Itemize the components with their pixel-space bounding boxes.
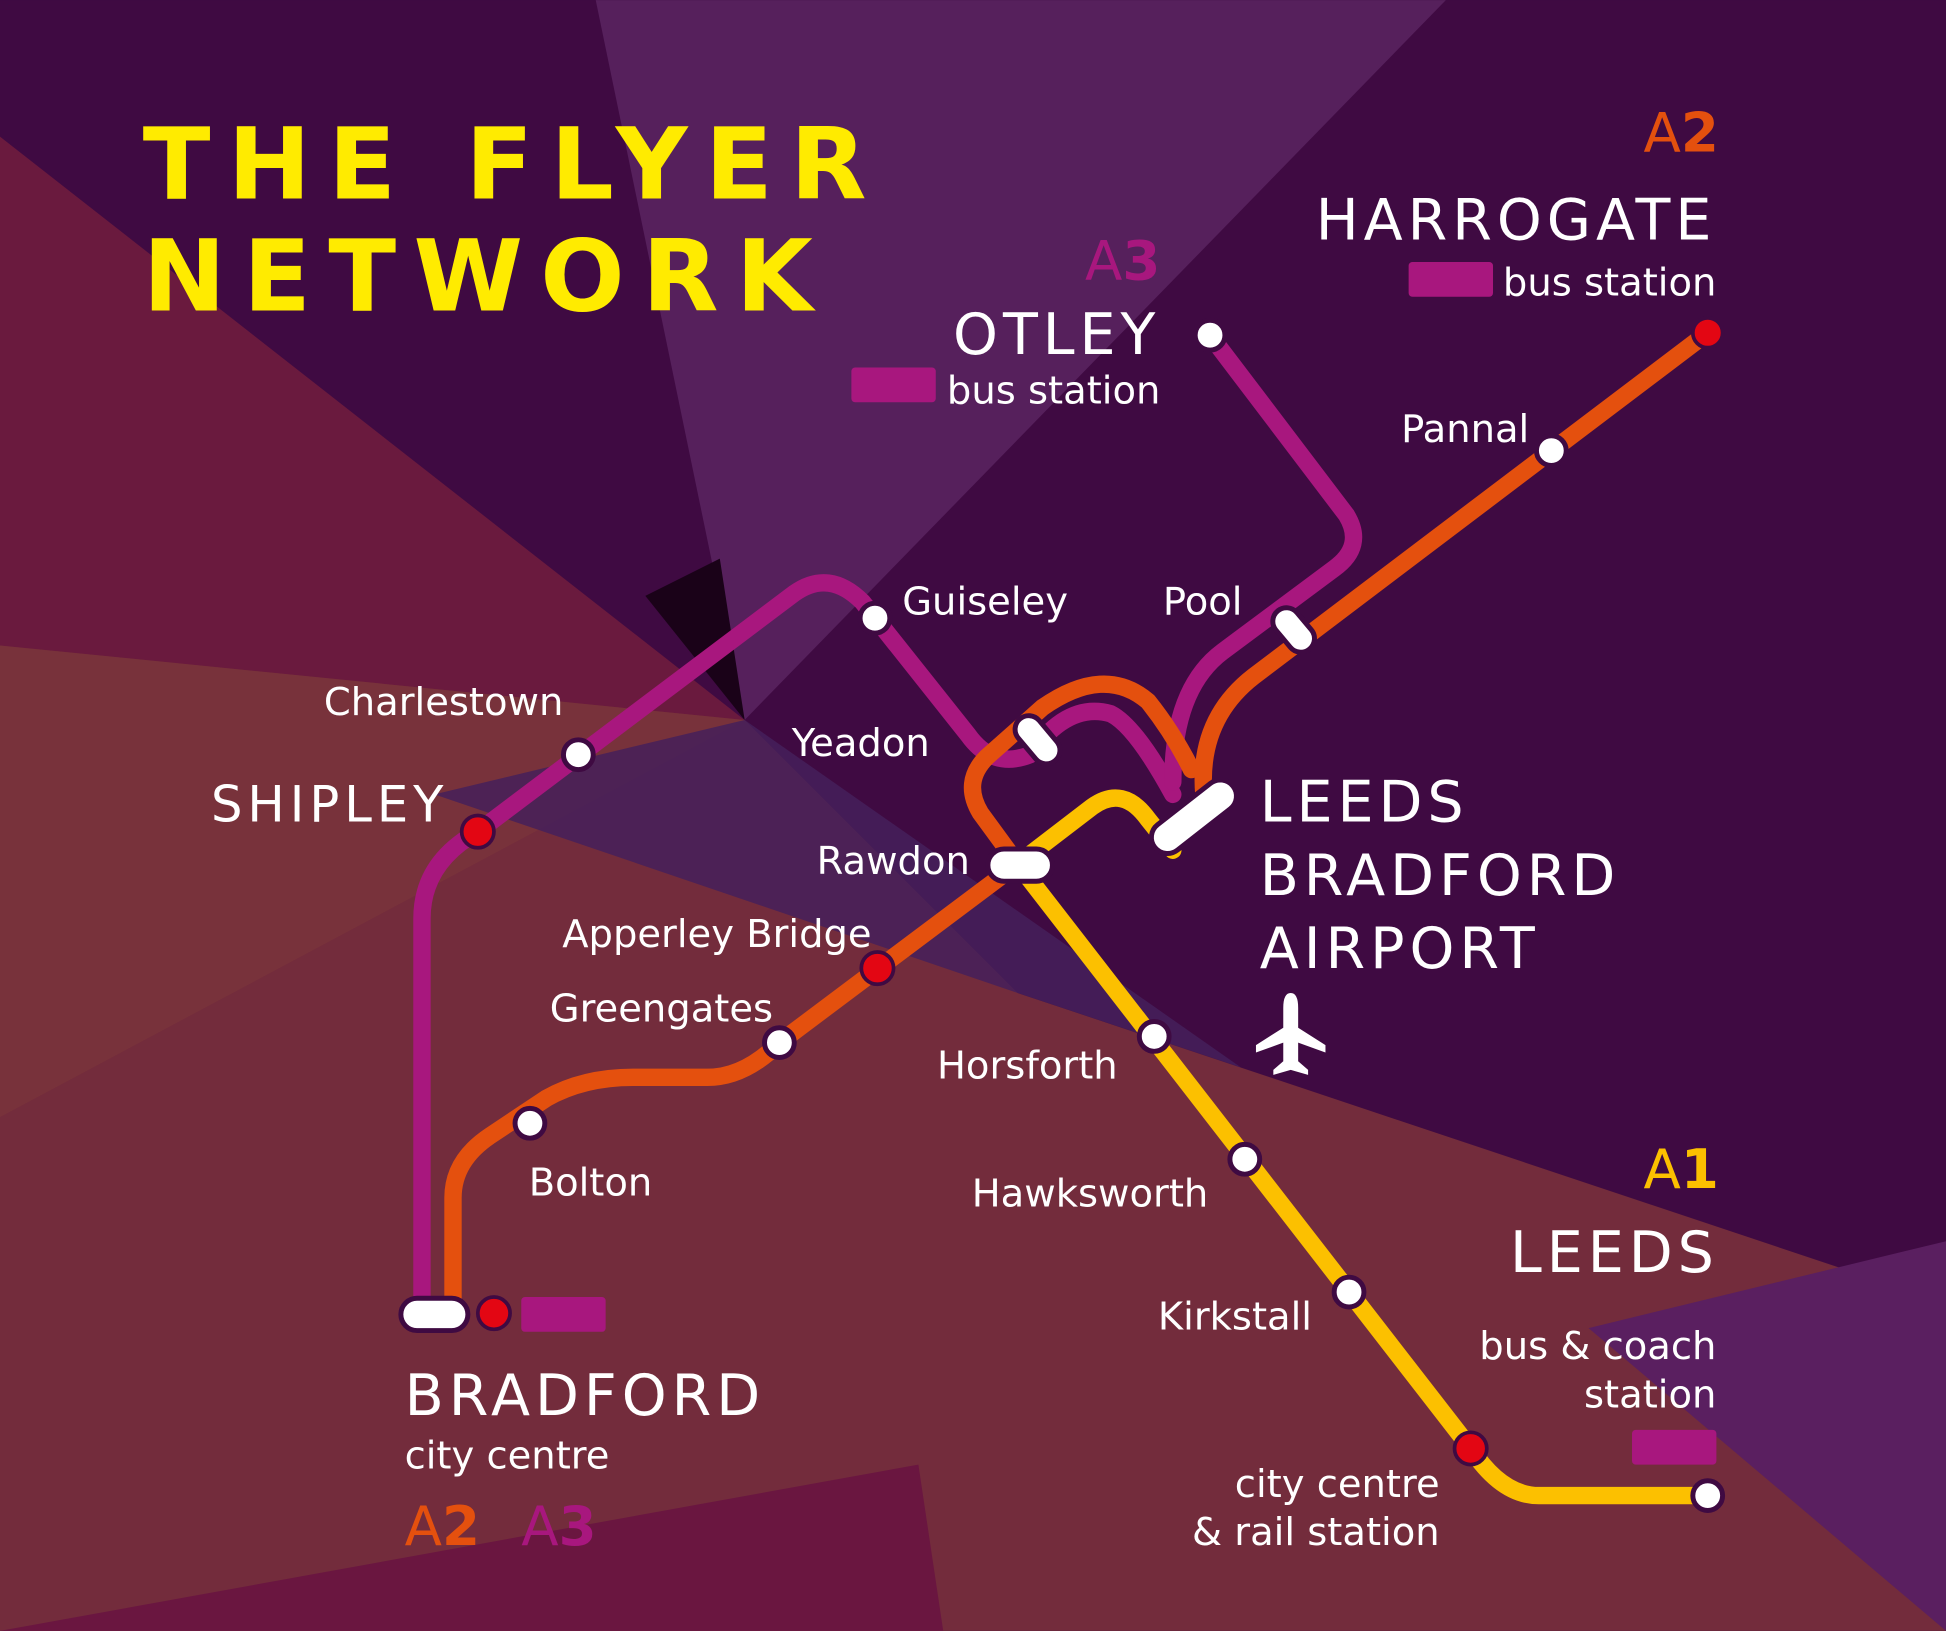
station-label-guiseley: Guiseley bbox=[902, 579, 1068, 624]
harrogate-label: HARROGATE bbox=[1316, 188, 1717, 254]
title-line-2: NETWORK bbox=[143, 219, 830, 334]
rail-icon-apperley bbox=[859, 950, 896, 987]
station-markers bbox=[398, 261, 1726, 1513]
station-dot-bolton bbox=[512, 1105, 548, 1141]
rail-icon-leeds bbox=[1452, 1430, 1489, 1467]
otley-sub: bus station bbox=[947, 368, 1160, 413]
station-label-leeds-rail-2: & rail station bbox=[1192, 1510, 1440, 1555]
leeds-sub-1: bus & coach bbox=[1479, 1324, 1716, 1369]
leeds-label: LEEDS bbox=[1510, 1220, 1719, 1286]
airplane-icon bbox=[1255, 992, 1326, 1075]
station-label-bolton: Bolton bbox=[529, 1160, 653, 1205]
bus-icons bbox=[521, 261, 1717, 1465]
interchange-pool bbox=[1270, 605, 1317, 655]
title-line-1: THE FLYER bbox=[143, 108, 884, 223]
route-badge-bradford-a2: A2 bbox=[405, 1494, 480, 1558]
station-label-shipley: SHIPLEY bbox=[211, 776, 448, 834]
route-badge-bradford-a3: A3 bbox=[521, 1494, 596, 1558]
bradford-sub: city centre bbox=[405, 1433, 610, 1478]
station-dot-horsforth bbox=[1136, 1019, 1172, 1054]
interchange-bradford bbox=[398, 1295, 471, 1334]
station-label-charlestown: Charlestown bbox=[324, 680, 564, 725]
rail-icon-harrogate bbox=[1690, 315, 1725, 350]
interchange-airport bbox=[1148, 777, 1239, 856]
bus-icon-otley bbox=[851, 367, 936, 403]
rail-icon-bradford bbox=[475, 1295, 512, 1332]
rail-icon-shipley bbox=[459, 813, 496, 850]
station-label-rawdon: Rawdon bbox=[817, 839, 970, 884]
route-badge-otley: A3 bbox=[1085, 228, 1160, 292]
otley-label: OTLEY bbox=[953, 302, 1160, 368]
bus-icon-harrogate bbox=[1408, 261, 1494, 297]
rail-icons bbox=[459, 315, 1725, 1467]
station-label-kirkstall: Kirkstall bbox=[1158, 1294, 1312, 1339]
station-dot-leeds bbox=[1690, 1478, 1726, 1513]
station-label-pool: Pool bbox=[1163, 579, 1243, 624]
station-label-greengates: Greengates bbox=[550, 987, 773, 1032]
station-label-pannal: Pannal bbox=[1401, 407, 1529, 452]
bus-icon-leeds bbox=[1632, 1429, 1717, 1465]
airport-label-2: BRADFORD bbox=[1260, 843, 1621, 909]
station-dot-charlestown bbox=[560, 737, 596, 773]
station-label-hawksworth: Hawksworth bbox=[972, 1171, 1209, 1216]
interchange-rawdon bbox=[985, 846, 1055, 884]
station-label-horsforth: Horsforth bbox=[937, 1044, 1118, 1089]
station-dot-guiseley bbox=[857, 600, 893, 636]
bradford-label: BRADFORD bbox=[405, 1363, 766, 1429]
bus-icon-bradford bbox=[521, 1297, 606, 1332]
station-label-yeadon: Yeadon bbox=[791, 721, 930, 766]
route-badge-harrogate: A2 bbox=[1644, 101, 1719, 165]
leeds-sub-2: station bbox=[1584, 1372, 1716, 1417]
station-dot-otley bbox=[1192, 317, 1228, 353]
interchange-yeadon bbox=[1012, 713, 1063, 767]
station-dot-pannal bbox=[1533, 433, 1569, 468]
station-dot-greengates bbox=[762, 1025, 797, 1060]
airport-label-1: LEEDS bbox=[1260, 770, 1469, 836]
station-dot-hawksworth bbox=[1227, 1141, 1263, 1177]
station-dot-kirkstall bbox=[1331, 1274, 1367, 1310]
airport-label-3: AIRPORT bbox=[1260, 916, 1540, 982]
harrogate-sub: bus station bbox=[1503, 260, 1716, 305]
station-label-apperley-bridge: Apperley Bridge bbox=[562, 912, 871, 957]
line-a2-harrogate bbox=[1194, 324, 1717, 804]
route-badge-leeds: A1 bbox=[1644, 1137, 1719, 1201]
station-label-leeds-rail-1: city centre bbox=[1235, 1462, 1440, 1507]
